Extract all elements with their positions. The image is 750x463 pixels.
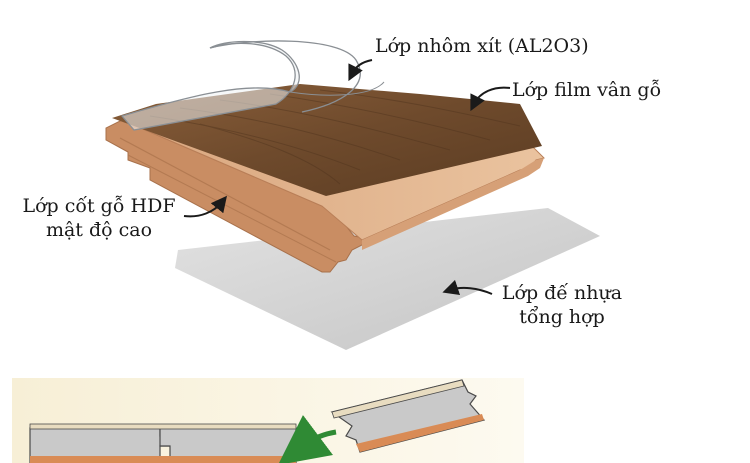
label-base-line2: tổng hợp <box>519 306 605 328</box>
pointer-film <box>470 86 511 112</box>
label-hdf-core-line1: Lớp cốt gỗ HDF <box>22 195 176 217</box>
installation-illustration <box>12 378 524 463</box>
pointer-aluminium <box>348 59 373 82</box>
pointer-base <box>442 279 493 296</box>
label-base-layer: Lớp đế nhựa tổng hợp <box>494 281 630 329</box>
pointer-core <box>183 195 228 218</box>
label-hdf-core-line2: mật độ cao <box>45 219 153 241</box>
core-end-tongue <box>362 158 544 250</box>
label-aluminium-layer: Lớp nhôm xít (AL2O3) <box>375 35 589 57</box>
label-base-line1: Lớp đế nhựa <box>501 282 623 304</box>
label-hdf-core-layer: Lớp cốt gỗ HDF mật độ cao <box>14 194 184 242</box>
insert-arrow <box>277 414 337 463</box>
label-wood-film-layer: Lớp film vân gỗ <box>512 79 662 101</box>
